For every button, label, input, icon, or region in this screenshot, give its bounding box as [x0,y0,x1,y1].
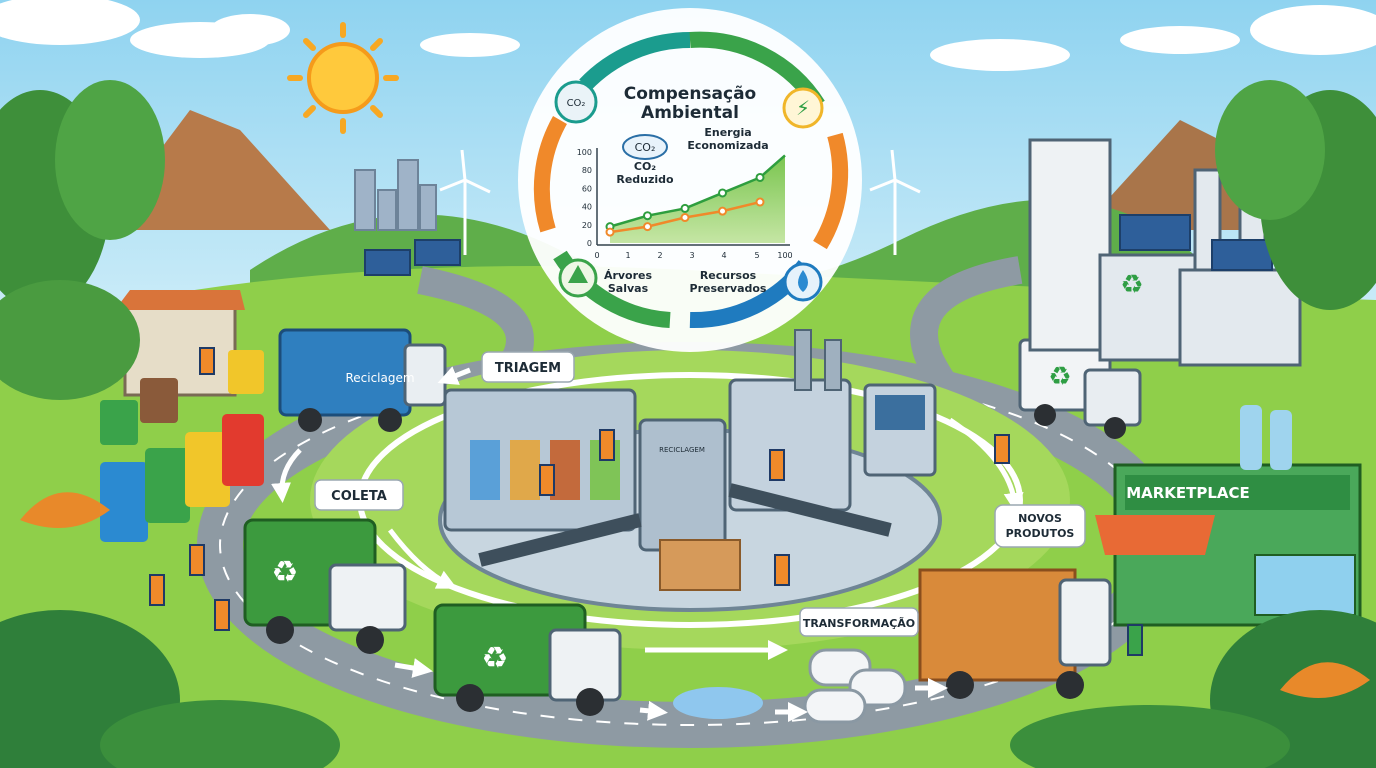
plastic-flakes [673,687,763,719]
flow-arrows [271,366,1024,722]
cycle-backdrop [518,8,862,352]
trees-label-line1: Árvores [604,269,653,282]
blue-recycling-truck: Reciclagem [278,328,447,432]
mini-chart: 100 80 60 40 20 0 0 1 2 3 4 5 100 [577,148,793,260]
stage-label-coleta: COLETA [314,479,404,511]
chart-point-s2-3 [680,213,690,223]
energy-label-line2: Economizada [687,139,768,152]
marketplace-sign: MARKETPLACE [1126,484,1250,502]
solar-panels [364,239,461,276]
chart-point-s1-5 [755,172,765,182]
tree-icon [558,258,598,298]
resources-label-line1: Recursos [700,269,757,282]
chart-area [610,155,785,243]
chart-x-tick: 4 [721,251,726,260]
green-truck-bottom: ♻ [433,603,622,716]
chart-point-s2-1 [605,227,615,237]
energy-icon: ⚡ [782,87,824,129]
water-drop-icon [783,262,823,302]
cycle-arrow-orange-left [533,116,568,233]
co2-badge-label: CO₂ [567,98,586,109]
white-truck: ♻ [1018,338,1142,439]
stage-label-novos-produtos: NOVOS PRODUTOS [994,504,1086,548]
chart-point-s2-4 [718,206,727,216]
co2-cloud-icon: CO₂ [622,134,668,160]
chart-y-tick: 20 [582,221,592,230]
chart-x-tick: 5 [754,251,759,260]
chart-x-tick: 100 [777,251,792,260]
chart-point-s2-5 [755,197,765,207]
chart-x-tick: 2 [657,251,662,260]
novos-line2: PRODUTOS [1006,527,1075,540]
machine-label: RECICLAGEM [659,446,705,454]
chart-y-tick: 0 [587,239,592,248]
triagem-text: TRIAGEM [495,361,561,376]
co2-label-line1: CO₂ [634,160,656,173]
clouds [0,0,1376,71]
green-truck-left: ♻ [243,518,407,654]
chart-point-s1-4 [718,188,727,198]
recycling-station [100,290,264,542]
chart-x-tick: 3 [689,251,694,260]
cycle-arrow-teal [579,32,691,91]
delivery-truck [918,568,1112,699]
cycle-title-line2: Ambiental [641,103,739,123]
city-skyline [354,159,437,231]
stage-label-transformacao: TRANSFORMAÇÃO [799,607,919,637]
co2-cloud-label: CO₂ [635,141,656,154]
svg-text:⚡: ⚡ [796,96,810,120]
foreground-foliage [0,80,1376,768]
stage-label-triagem: TRIAGEM [481,351,575,383]
chart-point-s1-3 [680,203,690,213]
transformacao-text: TRANSFORMAÇÃO [803,617,915,630]
svg-text:♻: ♻ [272,555,299,590]
truck-label: Reciclagem [345,371,414,385]
svg-text:♻: ♻ [1120,270,1143,300]
chart-x-tick-origin: 0 [594,251,599,260]
svg-text:♻: ♻ [482,641,509,676]
chart-y-tick: 100 [577,148,592,157]
novos-line1: NOVOS [1018,512,1062,525]
energy-label-line1: Energia [704,126,751,139]
chart-point-s2-2 [643,222,652,232]
marketplace-store: MARKETPLACE [1095,405,1362,627]
chart-x-tick: 1 [625,251,630,260]
workers [149,347,1143,656]
chart-series-1-line [609,154,786,228]
co2-badge: CO₂ [554,80,598,124]
chart-y-tick: 60 [582,184,592,193]
chart-y-tick: 80 [582,166,592,175]
cycle-arrow-orange-right [813,132,849,250]
cycle-title-line1: Compensação [624,84,757,104]
co2-label-line2: Reduzido [616,173,674,186]
resources-label-line2: Preservados [690,282,767,295]
wind-turbine-right [869,149,921,255]
trees-label-line2: Salvas [608,282,649,295]
chart-point-s1-2 [643,211,652,221]
paper-rolls [803,648,907,724]
svg-text:♻: ♻ [1048,362,1071,392]
chart-y-tick: 40 [582,203,592,212]
sun-icon [287,22,399,134]
wind-turbine-left [439,149,491,255]
coleta-text: COLETA [331,489,387,504]
